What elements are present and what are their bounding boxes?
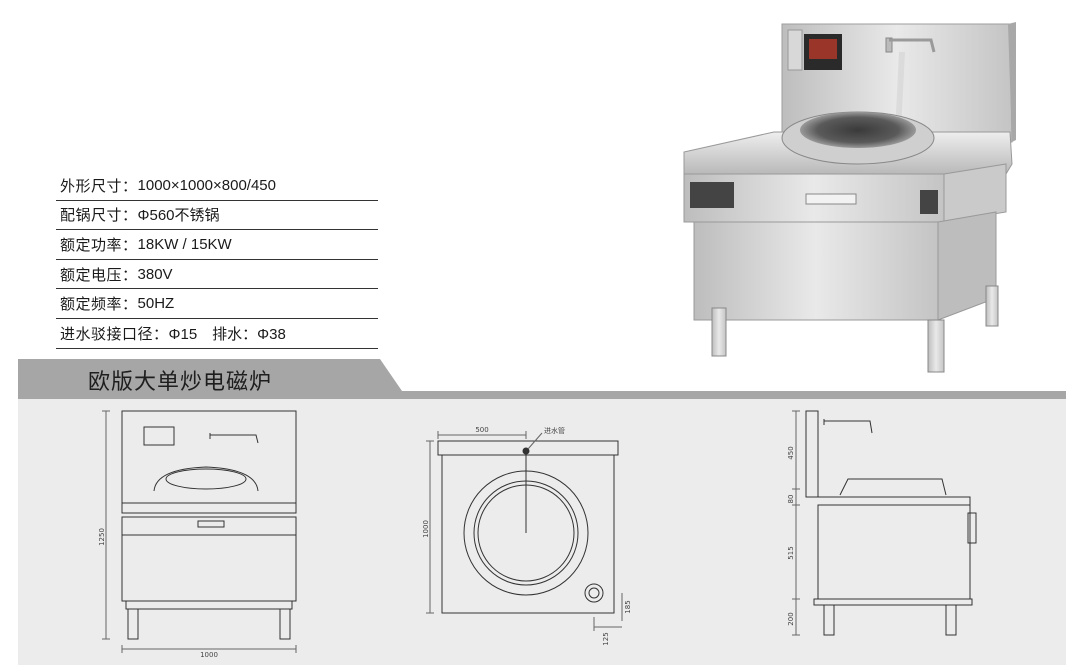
product-photo — [683, 22, 1016, 373]
spec-value: Φ560不锈锅 — [137, 207, 220, 225]
inlet-label: 进水管 — [544, 426, 565, 435]
front-height-dim: 1250 — [98, 528, 106, 546]
side-body-dim: 515 — [787, 546, 795, 559]
title-banner — [18, 359, 1066, 399]
spec-label: 外形尺寸： — [60, 177, 138, 195]
spec-value: 18KW / 15KW — [137, 235, 232, 253]
spec-label: 额定功率： — [60, 236, 138, 254]
side-top-dim: 80 — [787, 495, 795, 504]
front-width-dim: 1000 — [200, 651, 218, 659]
side-leg-dim: 200 — [787, 612, 795, 625]
spec-list: 外形尺寸：1000×1000×800/450 配锅尺寸：Φ560不锈锅 额定功率… — [56, 171, 378, 349]
spec-value: 50HZ — [137, 295, 175, 313]
spec-row: 配锅尺寸：Φ560不锈锅 — [56, 201, 378, 231]
top-offset-dim: 500 — [475, 426, 488, 434]
front-view-drawing: 1250 1000 — [98, 410, 297, 659]
spec-value: 380V — [137, 265, 173, 283]
drain-x-dim: 125 — [602, 632, 610, 645]
spec-row: 额定电压：380V — [56, 260, 378, 290]
spec-row: 额定功率：18KW / 15KW — [56, 230, 378, 260]
spec-value: Φ15 排水：Φ38 — [168, 325, 286, 343]
spec-row: 进水驳接口径：Φ15 排水：Φ38 — [56, 319, 378, 349]
side-splash-dim: 450 — [787, 446, 795, 459]
spec-label: 配锅尺寸： — [60, 207, 138, 225]
spec-row: 额定频率：50HZ — [56, 289, 378, 319]
spec-label: 额定频率： — [60, 296, 138, 314]
spec-value: 1000×1000×800/450 — [137, 176, 276, 194]
product-title: 欧版大单炒电磁炉 — [88, 370, 273, 395]
technical-drawings: 1250 1000 500 进水管 1000 — [18, 399, 1066, 665]
side-view-drawing: 450 80 515 200 — [787, 410, 977, 636]
spec-row: 外形尺寸：1000×1000×800/450 — [56, 171, 378, 201]
drain-y-dim: 185 — [624, 600, 632, 613]
top-view-drawing: 500 进水管 1000 185 125 — [422, 426, 632, 645]
spec-label: 进水驳接口径： — [60, 325, 169, 343]
top-depth-dim: 1000 — [422, 520, 430, 538]
spec-label: 额定电压： — [60, 266, 138, 284]
